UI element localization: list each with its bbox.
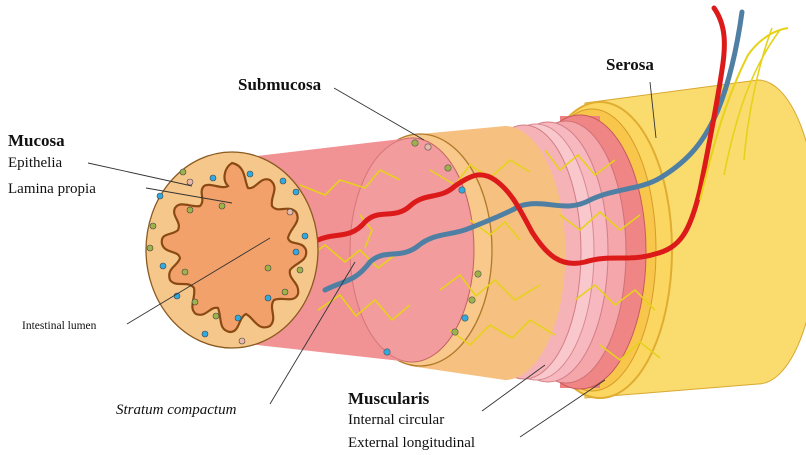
label-serosa: Serosa: [606, 55, 654, 74]
label-submucosa: Submucosa: [238, 75, 322, 94]
label-muscularis: Muscularis: [348, 389, 430, 408]
label-mucosa: Mucosa: [8, 131, 65, 150]
label-epithelia: Epithelia: [8, 155, 62, 171]
label-stratum-compactum: Stratum compactum: [116, 402, 237, 418]
label-lamina-propia: Lamina propia: [8, 181, 96, 197]
label-external-longitudinal: External longitudinal: [348, 435, 475, 451]
label-internal-circular: Internal circular: [348, 412, 444, 428]
label-intestinal-lumen: Intestinal lumen: [22, 320, 97, 332]
